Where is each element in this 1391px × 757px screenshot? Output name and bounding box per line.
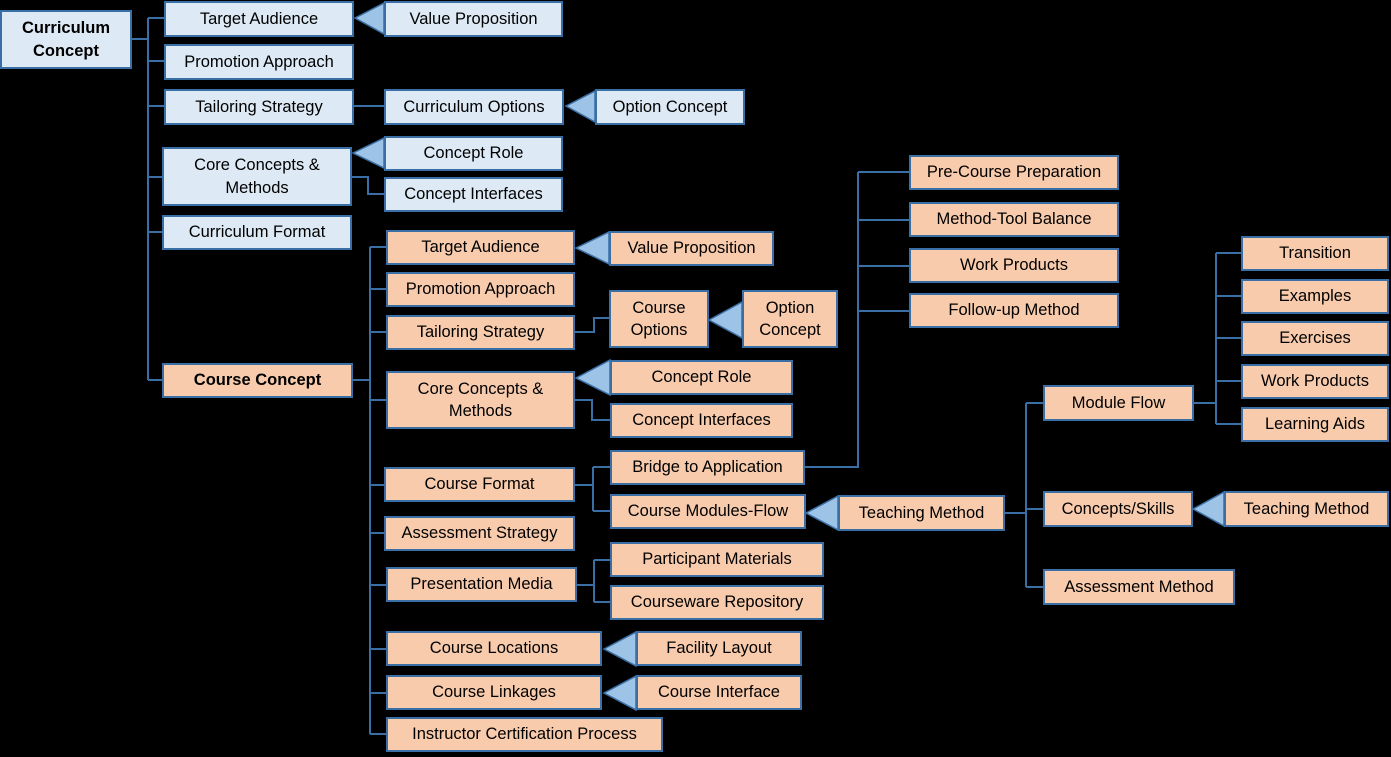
pointer-triangle <box>602 674 637 712</box>
connector-line <box>575 317 609 333</box>
pointer-triangle <box>1191 490 1225 528</box>
course-options[interactable]: Course Options <box>609 290 709 348</box>
connector-line <box>805 172 859 468</box>
pointer-triangle <box>602 630 637 668</box>
module-exercises[interactable]: Exercises <box>1241 321 1389 356</box>
curriculum-options[interactable]: Curriculum Options <box>384 89 564 125</box>
pointer-triangle <box>351 136 385 170</box>
module-transition[interactable]: Transition <box>1241 236 1389 271</box>
curriculum-option-concept[interactable]: Option Concept <box>595 89 745 125</box>
course-option-concept[interactable]: Option Concept <box>742 290 838 348</box>
method-tool-balance[interactable]: Method-Tool Balance <box>909 202 1119 237</box>
curriculum-format[interactable]: Curriculum Format <box>162 215 352 250</box>
course-format[interactable]: Course Format <box>384 467 575 502</box>
pointer-triangle <box>804 494 839 532</box>
course-value-proposition[interactable]: Value Proposition <box>609 231 774 266</box>
concepts-teaching-method[interactable]: Teaching Method <box>1224 491 1389 527</box>
course-concept-role[interactable]: Concept Role <box>610 360 793 395</box>
pointer-triangle <box>353 1 385 36</box>
pointer-triangle <box>564 89 596 124</box>
curriculum-core-concepts[interactable]: Core Concepts & Methods <box>162 147 352 206</box>
module-examples[interactable]: Examples <box>1241 279 1389 314</box>
course-presentation-media[interactable]: Presentation Media <box>386 567 577 602</box>
course-instructor-certification[interactable]: Instructor Certification Process <box>386 717 663 752</box>
module-work-products[interactable]: Work Products <box>1241 364 1389 399</box>
follow-up-method[interactable]: Follow-up Method <box>909 293 1119 328</box>
module-learning-aids[interactable]: Learning Aids <box>1241 407 1389 442</box>
teaching-method[interactable]: Teaching Method <box>838 495 1005 531</box>
curriculum-promotion-approach[interactable]: Promotion Approach <box>164 44 354 80</box>
curriculum-concept-interfaces[interactable]: Concept Interfaces <box>384 177 563 212</box>
course-target-audience[interactable]: Target Audience <box>386 230 575 265</box>
curriculum-tailoring-strategy[interactable]: Tailoring Strategy <box>164 89 354 125</box>
course-bridge-to-application[interactable]: Bridge to Application <box>610 450 805 485</box>
assessment-method[interactable]: Assessment Method <box>1043 569 1235 605</box>
concepts-skills[interactable]: Concepts/Skills <box>1043 491 1193 527</box>
application-work-products[interactable]: Work Products <box>909 248 1119 283</box>
course-modules-flow[interactable]: Course Modules-Flow <box>610 494 806 529</box>
module-flow[interactable]: Module Flow <box>1043 385 1194 421</box>
course-concept-interfaces[interactable]: Concept Interfaces <box>610 403 793 438</box>
course-core-concepts[interactable]: Core Concepts & Methods <box>386 371 575 429</box>
curriculum-value-proposition[interactable]: Value Proposition <box>384 1 563 37</box>
course-assessment-strategy[interactable]: Assessment Strategy <box>384 516 575 551</box>
course-promotion-approach[interactable]: Promotion Approach <box>386 272 575 307</box>
course-tailoring-strategy[interactable]: Tailoring Strategy <box>386 315 575 350</box>
course-linkages[interactable]: Course Linkages <box>386 675 602 710</box>
pointer-triangle <box>574 358 611 397</box>
course-concept-root[interactable]: Course Concept <box>162 363 353 398</box>
curriculum-concept-root[interactable]: Curriculum Concept <box>0 10 132 69</box>
curriculum-concept-role[interactable]: Concept Role <box>384 136 563 171</box>
course-participant-materials[interactable]: Participant Materials <box>610 542 824 577</box>
course-courseware-repository[interactable]: Courseware Repository <box>610 585 824 620</box>
course-locations[interactable]: Course Locations <box>386 631 602 666</box>
pointer-triangle <box>574 230 610 266</box>
pointer-triangle <box>707 300 743 340</box>
course-facility-layout[interactable]: Facility Layout <box>636 631 802 666</box>
course-interface[interactable]: Course Interface <box>636 675 802 710</box>
connector-line <box>575 399 610 421</box>
pre-course-preparation[interactable]: Pre-Course Preparation <box>909 155 1119 190</box>
connector-line <box>352 176 384 195</box>
curriculum-target-audience[interactable]: Target Audience <box>164 1 354 37</box>
